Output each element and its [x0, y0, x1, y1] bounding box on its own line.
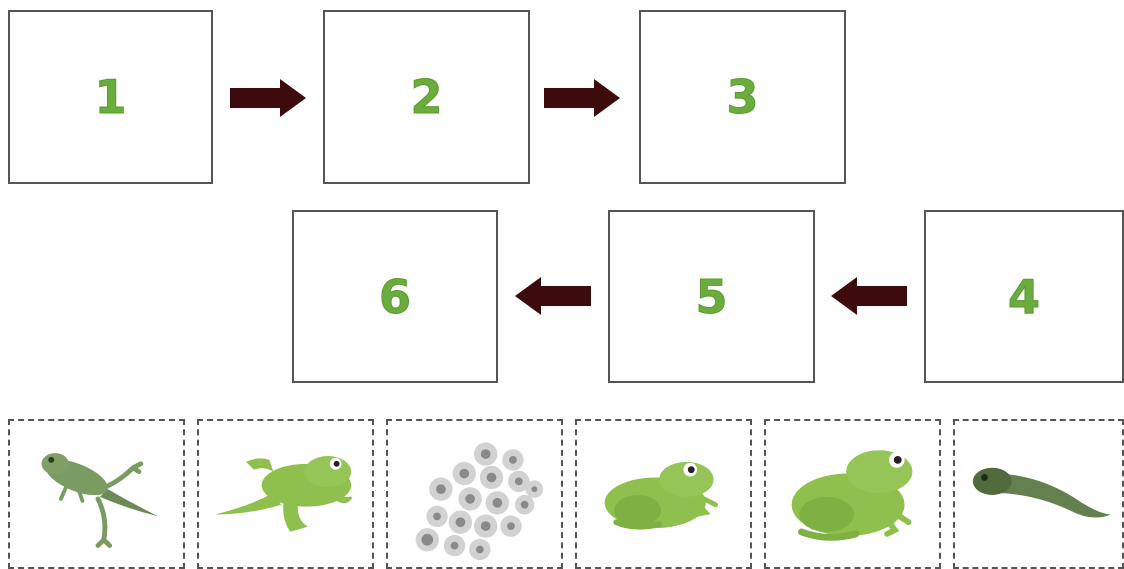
arrow-left-icon	[515, 277, 591, 315]
adult-frog-icon	[791, 450, 913, 541]
tadpole-icon	[972, 467, 1112, 518]
picture-card-froglet[interactable]	[8, 419, 185, 569]
stage-number-1: 1	[94, 70, 127, 125]
stage-number-5: 5	[695, 269, 728, 324]
picture-card-leaping-frog[interactable]	[197, 419, 374, 569]
arrow-right-icon	[544, 79, 620, 117]
picture-card-young-frog[interactable]	[575, 419, 752, 569]
stage-number-4: 4	[1007, 269, 1040, 324]
picture-card-eggs[interactable]	[386, 419, 563, 569]
young-frog-icon	[604, 461, 719, 530]
leaping-frog-icon	[214, 456, 353, 532]
stage-slot-1[interactable]: 1	[8, 10, 213, 184]
stage-number-3: 3	[726, 70, 759, 125]
arrow-right-icon	[230, 79, 306, 117]
stage-slot-2[interactable]: 2	[323, 10, 530, 184]
froglet-with-tail-icon	[41, 453, 159, 549]
stage-slot-5[interactable]: 5	[608, 210, 815, 383]
stage-slot-3[interactable]: 3	[639, 10, 846, 184]
stage-slot-6[interactable]: 6	[292, 210, 498, 383]
stage-slot-4[interactable]: 4	[924, 210, 1124, 383]
frog-eggs-icon	[415, 442, 544, 561]
stage-number-2: 2	[410, 70, 443, 125]
picture-card-tadpole[interactable]	[953, 419, 1124, 569]
arrow-left-icon	[831, 277, 907, 315]
stage-number-6: 6	[378, 269, 411, 324]
picture-card-adult-frog[interactable]	[764, 419, 941, 569]
